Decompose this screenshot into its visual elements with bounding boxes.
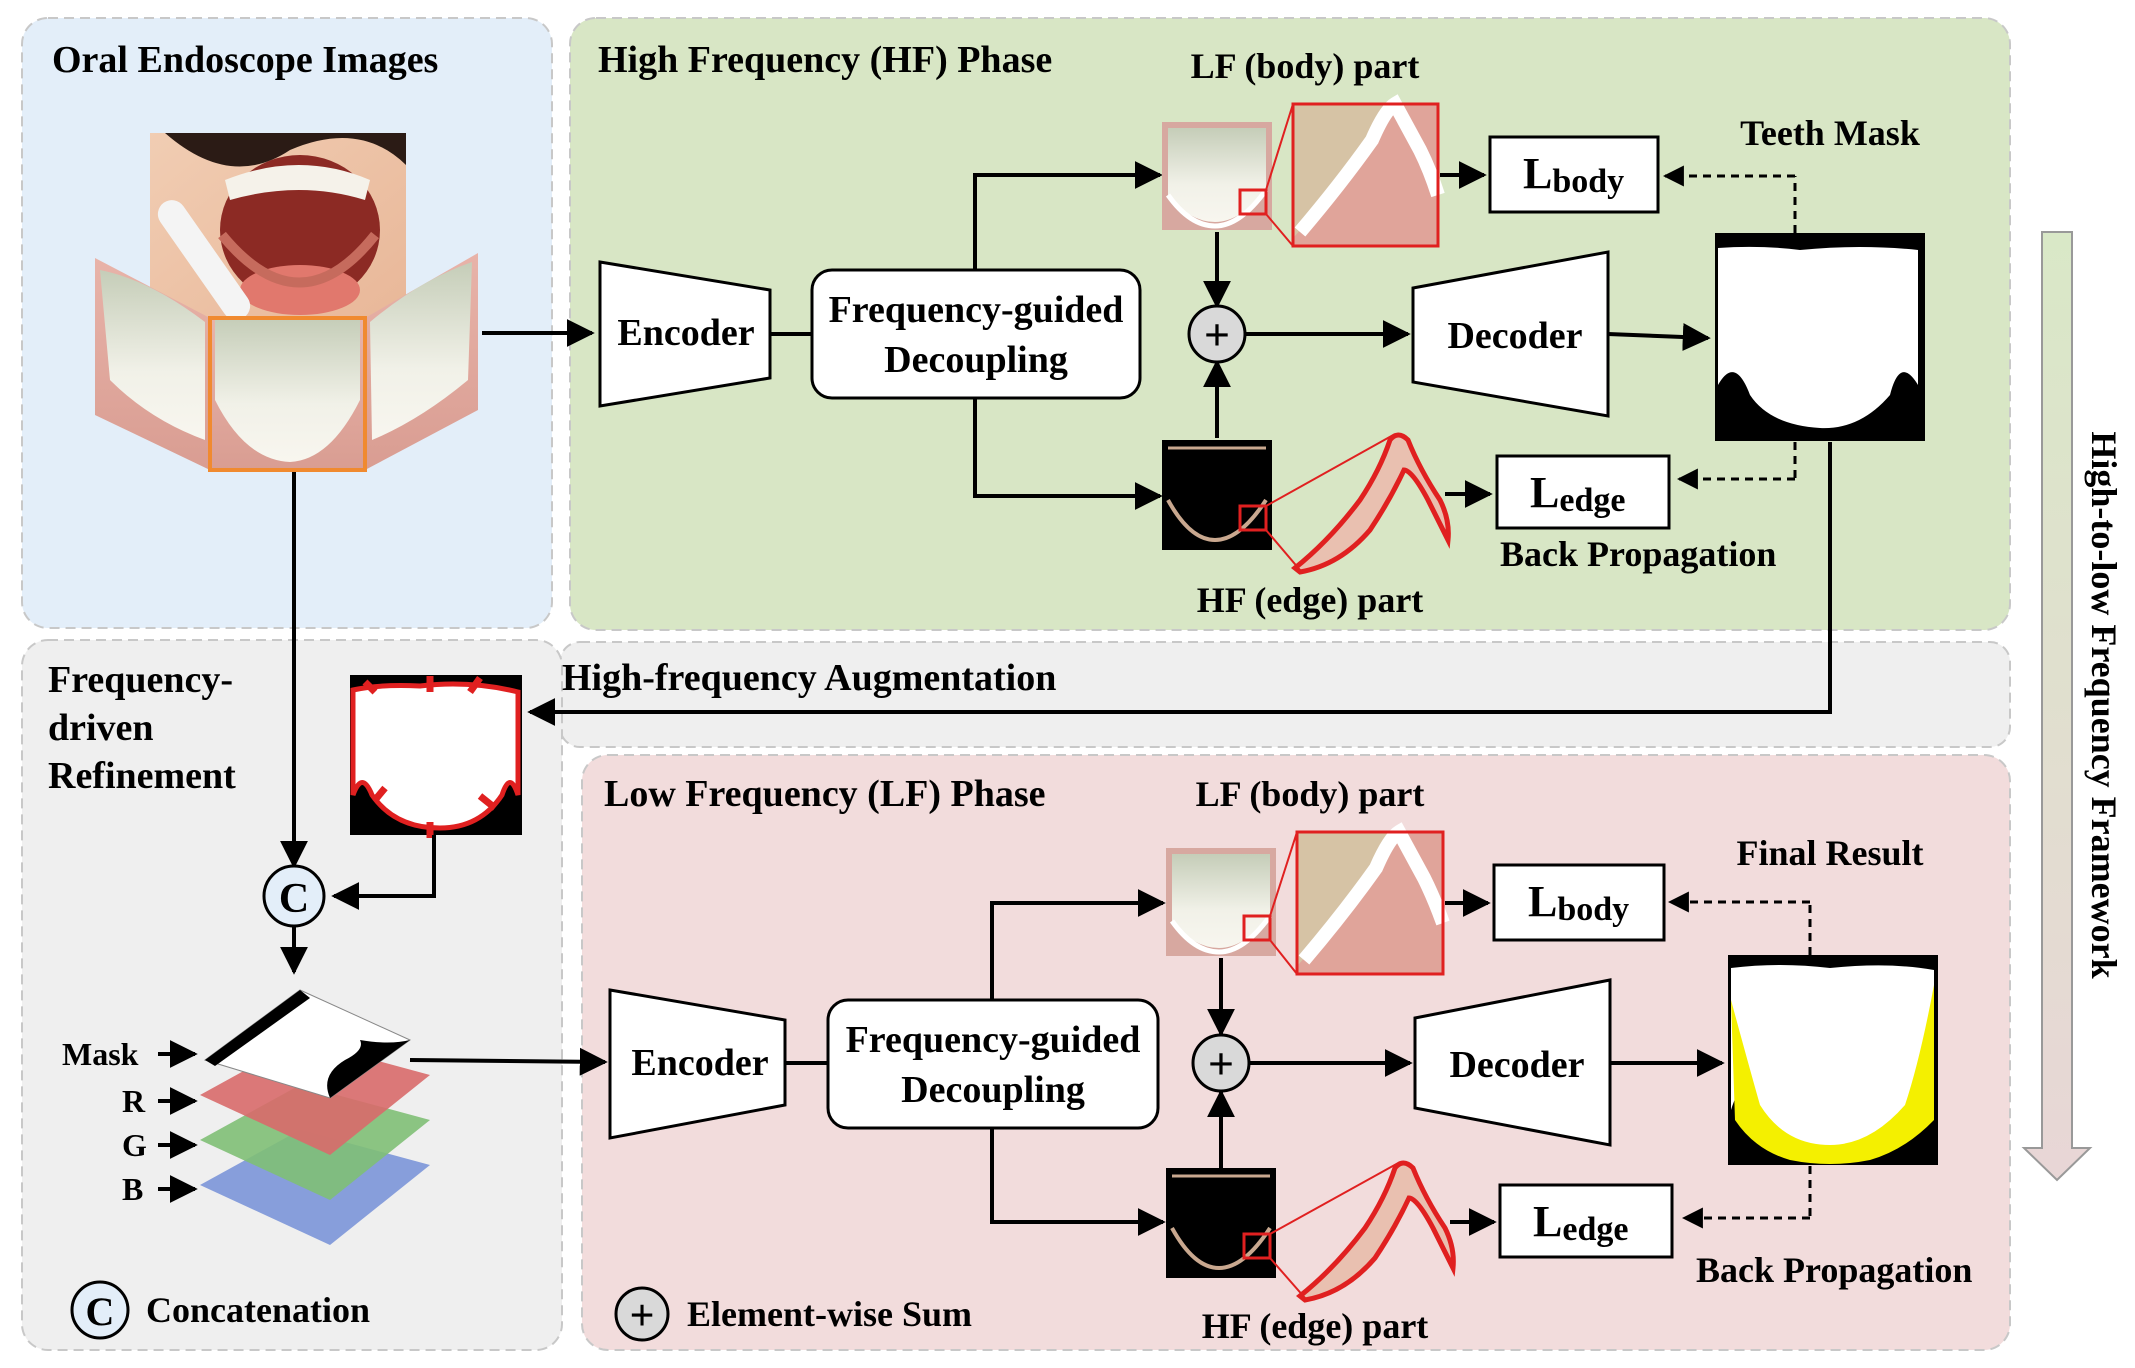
hf-decoupling-label-2: Decoupling bbox=[884, 339, 1068, 381]
layer-b-label: B bbox=[122, 1171, 143, 1207]
hf-output-label: Teeth Mask bbox=[1740, 113, 1920, 153]
legend-sum-icon bbox=[614, 1286, 670, 1342]
lf-phase-title: Low Frequency (LF) Phase bbox=[604, 773, 1046, 815]
framework-direction-arrow bbox=[2021, 231, 2093, 1182]
hf-backprop-label: Back Propagation bbox=[1500, 534, 1776, 574]
hf-decoupling-label-1: Frequency-guided bbox=[829, 289, 1124, 331]
layer-stack bbox=[200, 989, 430, 1245]
framework-label: High-to-low Frequency Framework bbox=[2084, 431, 2124, 978]
lf-encoder-block bbox=[608, 988, 787, 1140]
hf-hf-edge-image bbox=[1162, 440, 1272, 550]
endoscope-teeth-image bbox=[95, 253, 478, 472]
refinement-title-line3: Refinement bbox=[48, 755, 236, 797]
augmentation-title: High-frequency Augmentation bbox=[562, 657, 1056, 699]
refinement-title-line1: Frequency- bbox=[48, 659, 233, 701]
hf-decoder-block bbox=[1411, 250, 1610, 418]
legend-concat-symbol: C bbox=[86, 1289, 115, 1334]
lf-decoder-block bbox=[1413, 978, 1612, 1147]
hf-lf-zoom-image bbox=[1291, 94, 1445, 248]
layer-r-label: R bbox=[122, 1083, 146, 1119]
lf-backprop-label: Back Propagation bbox=[1696, 1250, 1972, 1290]
augmentation-markers bbox=[362, 675, 498, 838]
lf-lf-body-image bbox=[1166, 848, 1276, 956]
lf-final-result-image bbox=[1728, 955, 1938, 1165]
selected-tooth-highlight bbox=[208, 316, 367, 472]
lf-decoupling-label-2: Decoupling bbox=[901, 1069, 1085, 1111]
hf-phase-title: High Frequency (HF) Phase bbox=[598, 39, 1052, 81]
hf-loss-body-box bbox=[1488, 135, 1660, 214]
lf-lf-part-label: LF (body) part bbox=[1196, 774, 1425, 814]
lf-encoder-label: Encoder bbox=[631, 1042, 768, 1084]
hf-loss-body-label: Lbody bbox=[1523, 149, 1624, 200]
oral-face-image bbox=[150, 133, 406, 338]
hf-encoder-block bbox=[598, 260, 772, 408]
hf-encoder-label: Encoder bbox=[617, 312, 754, 354]
lf-hf-edge-image bbox=[1166, 1168, 1276, 1278]
hf-loss-edge-box bbox=[1495, 454, 1671, 530]
layer-g-label: G bbox=[122, 1127, 147, 1163]
lf-loss-body-label: Lbody bbox=[1528, 877, 1629, 928]
lf-lf-zoom-image bbox=[1295, 822, 1450, 976]
lf-loss-edge-label: Ledge bbox=[1533, 1197, 1628, 1248]
lf-loss-edge-box bbox=[1498, 1183, 1674, 1259]
refinement-title-line2: driven bbox=[48, 707, 154, 749]
hf-lf-body-image bbox=[1162, 122, 1272, 230]
legend-concat-icon bbox=[70, 1280, 130, 1340]
hf-teeth-mask-image bbox=[1715, 233, 1925, 441]
hf-hf-part-label: HF (edge) part bbox=[1197, 580, 1424, 620]
lf-loss-body-box bbox=[1492, 863, 1666, 942]
legend-sum-symbol: + bbox=[629, 1291, 654, 1340]
augmented-mask-image bbox=[350, 675, 522, 838]
lf-hf-part-label: HF (edge) part bbox=[1202, 1306, 1429, 1346]
lf-output-label: Final Result bbox=[1736, 833, 1923, 873]
lf-decoupling-label-1: Frequency-guided bbox=[846, 1019, 1141, 1061]
legend-sum-label: Element-wise Sum bbox=[687, 1294, 972, 1334]
hf-lf-part-label: LF (body) part bbox=[1191, 46, 1420, 86]
lf-sum-symbol: + bbox=[1208, 1038, 1234, 1089]
layer-mask-label: Mask bbox=[62, 1036, 139, 1072]
lf-decoder-label: Decoder bbox=[1449, 1044, 1584, 1086]
hf-loss-edge-label: Ledge bbox=[1530, 468, 1625, 519]
hf-hf-zoom-image bbox=[1290, 432, 1451, 575]
hf-sum-symbol: + bbox=[1204, 309, 1230, 360]
hf-decoder-label: Decoder bbox=[1447, 315, 1582, 357]
input-panel-title: Oral Endoscope Images bbox=[52, 39, 438, 81]
concat-symbol: C bbox=[279, 876, 309, 922]
lf-hf-zoom-image bbox=[1295, 1160, 1456, 1303]
legend-concat-label: Concatenation bbox=[146, 1290, 370, 1330]
